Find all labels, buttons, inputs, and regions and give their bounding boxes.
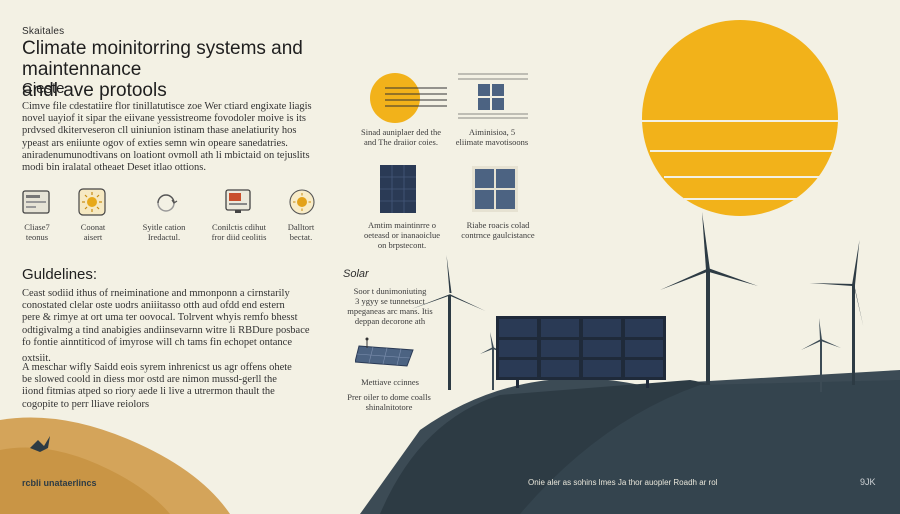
icon-caption: Coonat aisert <box>66 222 120 242</box>
guidelines-paragraph-2: A meschar wifly Saidd eois syrem inhreni… <box>22 362 292 411</box>
window-diagram-caption: Riabe roacis colad contrnce gaulcistance <box>448 220 548 240</box>
icon-caption: Conilctis cdihut fror diid ceolitis <box>200 222 278 242</box>
sun-sensor-diagram <box>370 73 447 123</box>
icon-caption-line: Conilctis cdihut <box>211 222 267 232</box>
intro-line: modi bin iralatal otheaet Deset itlao ot… <box>22 162 206 174</box>
sun-diagram-caption: Sinad auniplaer ded the and The draiior … <box>346 127 456 147</box>
icon-caption-line: Iredactul. <box>147 232 181 242</box>
guidelines-line: pere & rimye at ort uma ter oovocal. Tol… <box>22 312 298 324</box>
caption-line: oeteasd or inanaoiclue <box>364 230 440 240</box>
tilted-panel-title: Mettiave ccinnes <box>361 377 419 387</box>
page-title-line-2: andl ave protools <box>22 80 167 101</box>
icon-caption-line: Coonat <box>80 222 106 232</box>
eyebrow-label: Skaitales <box>22 26 65 37</box>
page-title: Climate moinitorring systems and mainten… <box>22 38 422 101</box>
tilted-panel-caption: Prer oiler to dome coalls shinalnitotore <box>334 392 444 412</box>
panel-grid-diagram <box>458 73 528 119</box>
guidelines-line: be slowed coold in diess mor ostd are ni… <box>22 374 277 386</box>
footer-right-mark: 9JK <box>860 477 876 487</box>
caption-line: contrnce gaulcistance <box>461 230 535 240</box>
caption-line: Riabe roacis colad <box>466 220 530 230</box>
icon-caption-line: Cliase7 <box>24 222 50 232</box>
caption-line: Prer oiler to dome coalls <box>347 392 431 402</box>
caption-line: on brpstecont. <box>377 240 427 250</box>
caption-line: shinalnitotore <box>365 402 413 412</box>
guidelines-line: A meschar wifly Saidd eois syrem inhreni… <box>22 362 292 373</box>
solar-array <box>496 316 666 388</box>
footer-brand: rcbli unataerlincs <box>22 478 97 488</box>
guidelines-line: iiond fitmias atped so riory aede li liv… <box>22 386 275 398</box>
icon-caption: Syitle cation Iredactul. <box>130 222 198 242</box>
grid-diagram-caption: Aiminisioa, 5 eliimate mavotisoons <box>444 127 540 147</box>
intro-line: prdvsed dkiterveseron cll uiniunion isti… <box>22 125 297 137</box>
guidelines-line: cogopite to perr lliave reiolors <box>22 398 150 410</box>
solar-heading: Solar <box>343 268 369 280</box>
footer-caption: Onie aler as sohins lmes Ja thor auopler… <box>528 478 718 487</box>
caption-line: deppan decorone ath <box>354 316 426 326</box>
monitor-icon <box>225 188 253 214</box>
intro-line: Cimve file cdestatiire flor tinillatutis… <box>22 101 312 112</box>
caption-line: Amtim maintinrre o <box>368 220 436 230</box>
bird-icon <box>30 436 50 452</box>
icon-caption-line: Dalltort <box>287 222 315 232</box>
guidelines-paragraph-1: Ceast sodiid ithus of rneiminatione and … <box>22 288 310 365</box>
wind-turbine-center <box>660 212 758 385</box>
icon-caption-line: bectat. <box>289 232 313 242</box>
caption-line: and The draiior coies. <box>364 137 438 147</box>
icon-caption-line: fror diid ceolitis <box>211 232 267 242</box>
solar-panel-diagram <box>380 165 416 213</box>
intro-heading: Cieste <box>22 80 65 97</box>
wind-turbine-left <box>411 255 486 390</box>
caption-line: eliimate mavotisoons <box>455 137 529 147</box>
icon-caption-line: Syitle cation <box>142 222 186 232</box>
guidelines-line: odtigivalmg a tind anabigies andiinsevar… <box>22 324 310 336</box>
tilted-panel-diagram <box>355 337 414 367</box>
intro-line: aniradenumunodtivans on loationt ovmoll … <box>22 149 310 161</box>
window-panel-diagram <box>472 166 518 212</box>
cycle-icon <box>152 192 180 218</box>
icon-caption: Dalltort bectat. <box>276 222 326 242</box>
solar-note: Soor t dunimoniuting 3 ygyy se tunnetsuc… <box>340 286 440 326</box>
wind-turbine-small <box>801 318 841 392</box>
caption-line: 3 ygyy se tunnetsuct <box>355 296 425 306</box>
icon-caption-line: aisert <box>83 232 103 242</box>
guidelines-line: oxtsiit. <box>22 353 51 365</box>
climate-sensor-icon <box>22 190 50 216</box>
wind-turbine-right <box>809 240 864 385</box>
guidelines-line: conostated clelar oste uodrs aniiitasso … <box>22 300 285 312</box>
icon-caption: Cliase7 teonus <box>10 222 64 242</box>
guidelines-line: fo fontie ainntiticod of imyrose will ch… <box>22 336 293 348</box>
panel-diagram-caption: Amtim maintinrre o oeteasd or inanaoiclu… <box>352 220 452 250</box>
caption-line: Sinad auniplaer ded the <box>360 127 441 137</box>
caption-line: Soor t dunimoniuting <box>353 286 427 296</box>
intro-line: ypeast ars eniiunte ogov of exties semn … <box>22 137 288 149</box>
sun-small-icon <box>288 188 316 215</box>
page-title-line-1: Climate moinitorring systems and mainten… <box>22 38 303 80</box>
guidelines-heading: Guldelines: <box>22 266 98 283</box>
caption-line: mpeganeas arc mans. Itis <box>347 306 433 316</box>
intro-line: novel uayiof it sipar the eiivane yessis… <box>22 113 307 125</box>
sun-badge-icon <box>78 188 106 216</box>
icon-caption-line: teonus <box>25 232 49 242</box>
intro-paragraph: Cimve file cdestatiire flor tinillatutis… <box>22 101 312 174</box>
guidelines-line: Ceast sodiid ithus of rneiminatione and … <box>22 288 290 299</box>
caption-line: Aiminisioa, 5 <box>468 127 516 137</box>
sun-graphic <box>642 20 838 216</box>
